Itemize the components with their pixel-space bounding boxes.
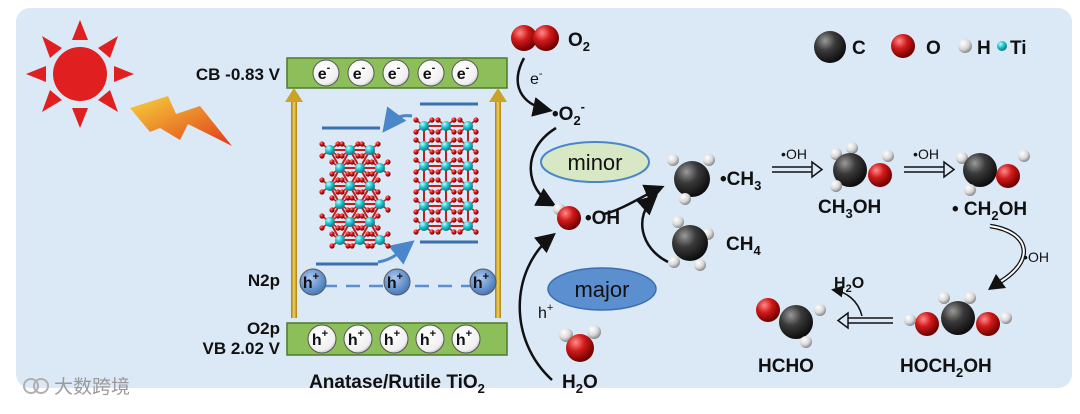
legend-oxygen-icon xyxy=(891,34,915,58)
vb-hole: h+ xyxy=(307,324,337,354)
step1-oh-label: •OH xyxy=(781,146,807,162)
ch3-radical-molecule xyxy=(667,154,715,205)
legend-c-label: C xyxy=(852,38,866,59)
svg-text:e-: e- xyxy=(457,62,470,83)
legend-hydrogen-icon xyxy=(958,39,972,53)
n2p-hole-group: h+ h+ h+ xyxy=(299,268,497,296)
step3-oh-label: •OH xyxy=(1023,249,1049,265)
electron-group: e-e-e-e-e- xyxy=(312,59,479,87)
legend-ti-label: Ti xyxy=(1010,38,1027,59)
legend-o-label: O xyxy=(926,38,941,59)
svg-text:h+: h+ xyxy=(348,328,364,349)
vb-hole: h+ xyxy=(379,324,409,354)
e-transfer-label: e- xyxy=(530,68,543,88)
vb-label: VB 2.02 V xyxy=(203,339,281,358)
electron-transfer-arrow xyxy=(382,106,413,133)
vb-hole: h+ xyxy=(415,324,445,354)
electron: e- xyxy=(382,59,410,87)
ch3-radical-label: •CH3 xyxy=(720,169,761,193)
minor-pathway-badge xyxy=(540,141,650,183)
cb-label: CB -0.83 V xyxy=(196,65,281,84)
hcho-label: HCHO xyxy=(758,356,814,377)
h2o-molecule xyxy=(559,325,601,362)
svg-text:e-: e- xyxy=(388,62,401,83)
n2p-hole: h+ xyxy=(299,268,327,296)
excitation-arrow-left xyxy=(285,88,303,318)
svg-text:h+: h+ xyxy=(456,328,472,349)
svg-text:h+: h+ xyxy=(312,328,328,349)
svg-text:e-: e- xyxy=(318,62,331,83)
h-plus-label: h+ xyxy=(538,302,553,322)
watermark-logo-icon xyxy=(23,378,39,394)
step1-arrow xyxy=(772,160,824,179)
ch4-molecule xyxy=(668,216,714,271)
electron: e- xyxy=(347,59,375,87)
n2p-hole: h+ xyxy=(469,268,497,296)
superoxide-label: •O2- xyxy=(552,99,585,128)
svg-text:h+: h+ xyxy=(387,271,403,292)
oh-radical-molecule xyxy=(553,203,581,230)
hoch2oh-label: HOCH2OH xyxy=(900,356,992,380)
ch3oh-molecule xyxy=(830,142,894,192)
electron: e- xyxy=(451,59,479,87)
anatase-crystal xyxy=(319,141,391,249)
watermark: 大数跨境 xyxy=(23,376,130,398)
svg-text:h+: h+ xyxy=(420,328,436,349)
sun-icon xyxy=(26,20,134,128)
e-transfer-arrow xyxy=(516,57,553,117)
hole-transfer-arrow xyxy=(377,240,415,265)
oh-radical-label: •OH xyxy=(585,208,620,229)
water-oxidation-arrow xyxy=(518,232,556,381)
ch2oh-radical-label: • CH2OH xyxy=(952,199,1027,223)
legend-h-label: H xyxy=(977,38,991,59)
material-label: Anatase/Rutile TiO2 xyxy=(309,372,485,396)
vb-hole: h+ xyxy=(343,324,373,354)
watermark-text: 大数跨境 xyxy=(54,376,130,398)
n2p-hole: h+ xyxy=(383,268,411,296)
svg-text:e-: e- xyxy=(423,62,436,83)
oh-attack-arrow xyxy=(603,184,665,216)
electron: e- xyxy=(417,59,445,87)
ch3oh-label: CH3OH xyxy=(818,197,881,221)
rutile-crystal xyxy=(413,117,479,235)
dehydration-arrow xyxy=(831,285,893,330)
ch2oh-radical-molecule xyxy=(956,150,1030,196)
vb-o2p-label: O2p xyxy=(247,319,280,338)
n2p-label: N2p xyxy=(248,271,280,290)
o2-label: O2 xyxy=(568,30,590,54)
h2o-byproduct-label: H2O xyxy=(834,275,864,295)
minor-label: minor xyxy=(567,150,622,175)
electron: e- xyxy=(312,59,340,87)
major-pathway-badge xyxy=(547,267,657,311)
atom-legend: C O H Ti xyxy=(814,31,1027,63)
svg-text:h+: h+ xyxy=(473,271,489,292)
hcho-molecule xyxy=(756,298,826,348)
step2-arrow xyxy=(904,160,956,179)
vb-hole-group: h+ h+ h+ h+ h+ xyxy=(307,324,481,354)
ch4-label: CH4 xyxy=(726,234,761,258)
superoxide-to-oh-arrow xyxy=(529,126,557,207)
svg-text:e-: e- xyxy=(353,62,366,83)
hoch2oh-molecule xyxy=(904,292,1012,336)
svg-text:h+: h+ xyxy=(303,271,319,292)
excitation-arrow-right xyxy=(489,88,507,318)
h2o-label: H2O xyxy=(562,372,598,396)
o2-molecule xyxy=(511,25,559,51)
svg-text:h+: h+ xyxy=(384,328,400,349)
lightning-icon xyxy=(130,96,232,146)
vb-hole: h+ xyxy=(451,324,481,354)
h-abstraction-arrow xyxy=(636,194,669,264)
major-label: major xyxy=(574,277,629,302)
legend-carbon-icon xyxy=(814,31,846,63)
legend-titanium-icon xyxy=(997,41,1007,51)
step2-oh-label: •OH xyxy=(913,146,939,162)
